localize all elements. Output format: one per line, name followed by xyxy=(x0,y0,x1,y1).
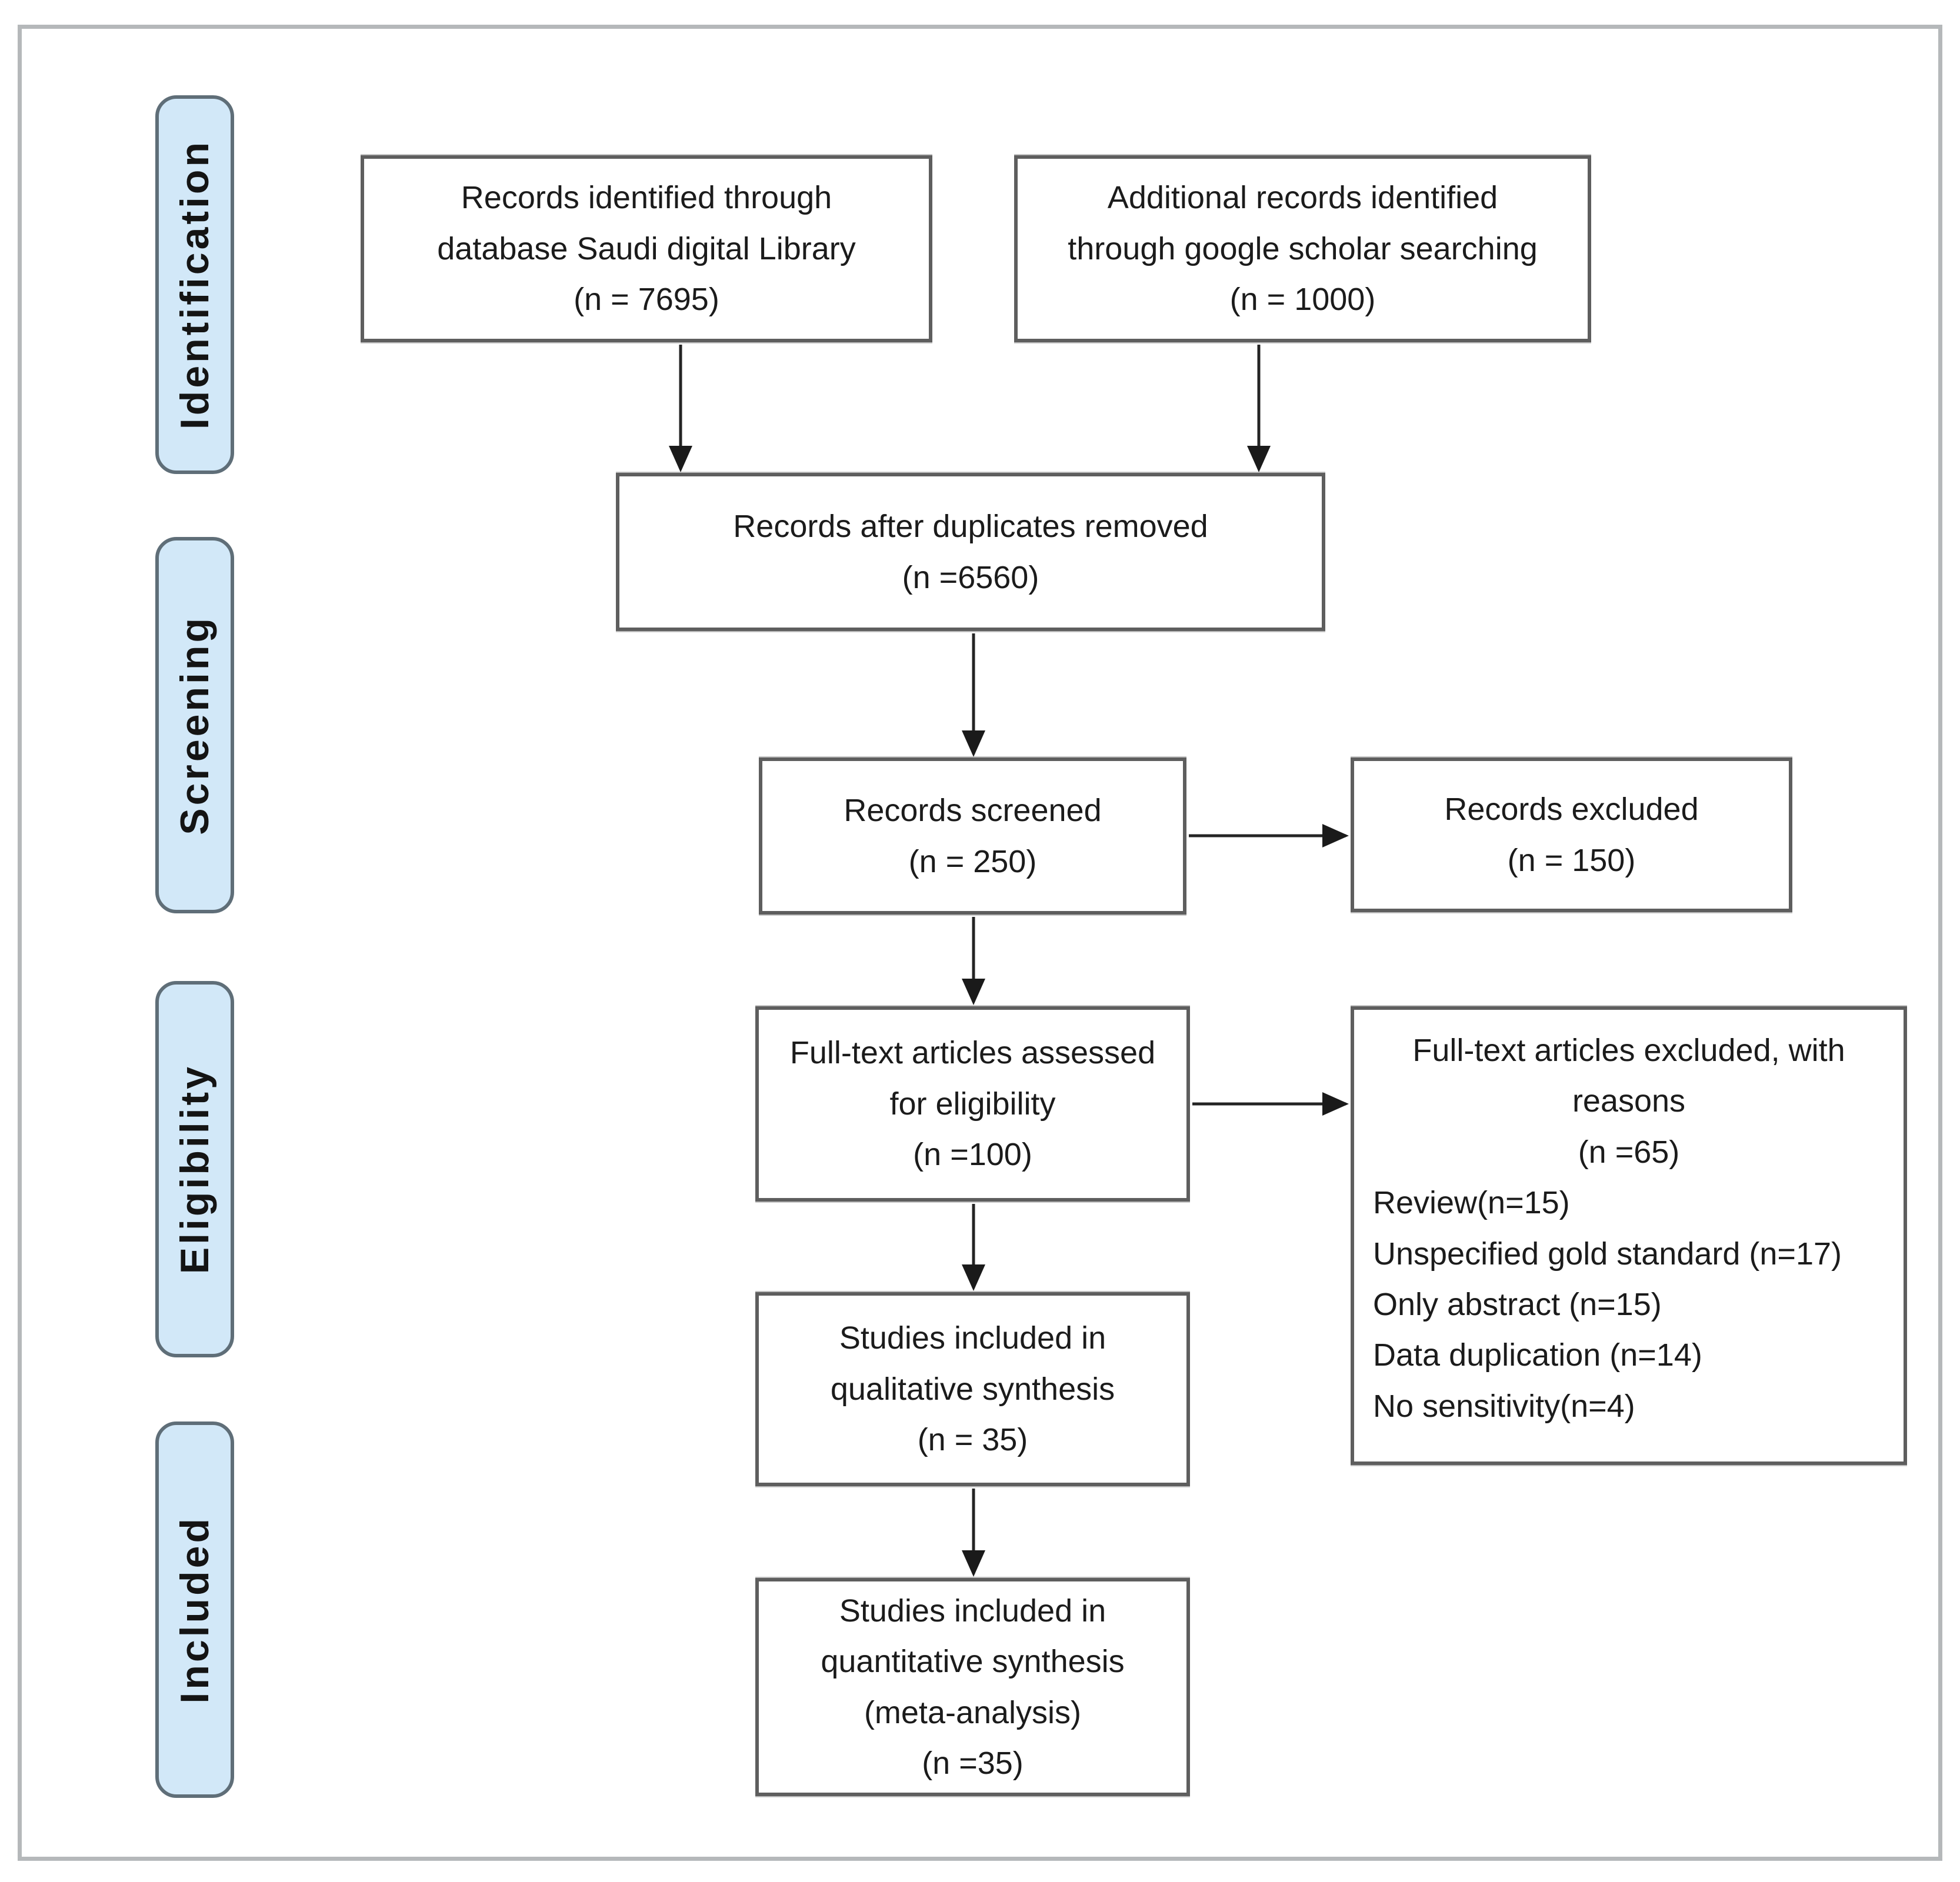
box-text: Additional records identified through go… xyxy=(1068,180,1538,318)
stage-label-identification: Identification xyxy=(155,95,234,474)
stage-label-included: Included xyxy=(155,1421,234,1798)
box-text: Records excluded (n = 150) xyxy=(1444,792,1699,878)
box-additional-records-scholar: Additional records identified through go… xyxy=(1014,155,1591,342)
stage-label-text: Eligibility xyxy=(172,1064,217,1274)
stage-label-text: Identification xyxy=(172,139,217,430)
box-text: Records identified through database Saud… xyxy=(437,180,856,318)
box-fulltext-assessed: Full-text articles assessed for eligibil… xyxy=(755,1006,1190,1202)
box-records-screened: Records screened (n = 250) xyxy=(759,758,1186,915)
box-quantitative-synthesis: Studies included in quantitative synthes… xyxy=(755,1578,1190,1796)
box-records-excluded: Records excluded (n = 150) xyxy=(1351,758,1792,912)
box-fulltext-excluded-with-reasons: Full-text articles excluded, with reason… xyxy=(1351,1006,1907,1465)
stage-label-screening: Screening xyxy=(155,537,234,913)
box-text: Records screened (n = 250) xyxy=(844,793,1102,879)
figure-border xyxy=(18,25,1942,1861)
box-text: Studies included in qualitative synthesi… xyxy=(830,1320,1115,1458)
box-text: Full-text articles assessed for eligibil… xyxy=(789,1035,1156,1173)
box-text-reasons: Review(n=15) Unspecified gold standard (… xyxy=(1373,1185,1842,1424)
box-records-after-duplicates: Records after duplicates removed (n =656… xyxy=(616,473,1325,631)
stage-label-text: Screening xyxy=(172,615,217,835)
stage-label-eligibility: Eligibility xyxy=(155,981,234,1357)
box-qualitative-synthesis: Studies included in qualitative synthesi… xyxy=(755,1292,1190,1486)
stage-label-text: Included xyxy=(172,1516,217,1704)
box-text-title: Full-text articles excluded, with reason… xyxy=(1412,1033,1845,1170)
box-records-identified-database: Records identified through database Saud… xyxy=(361,155,932,342)
box-text: Studies included in quantitative synthes… xyxy=(821,1593,1125,1781)
box-text: Records after duplicates removed (n =656… xyxy=(733,509,1208,595)
